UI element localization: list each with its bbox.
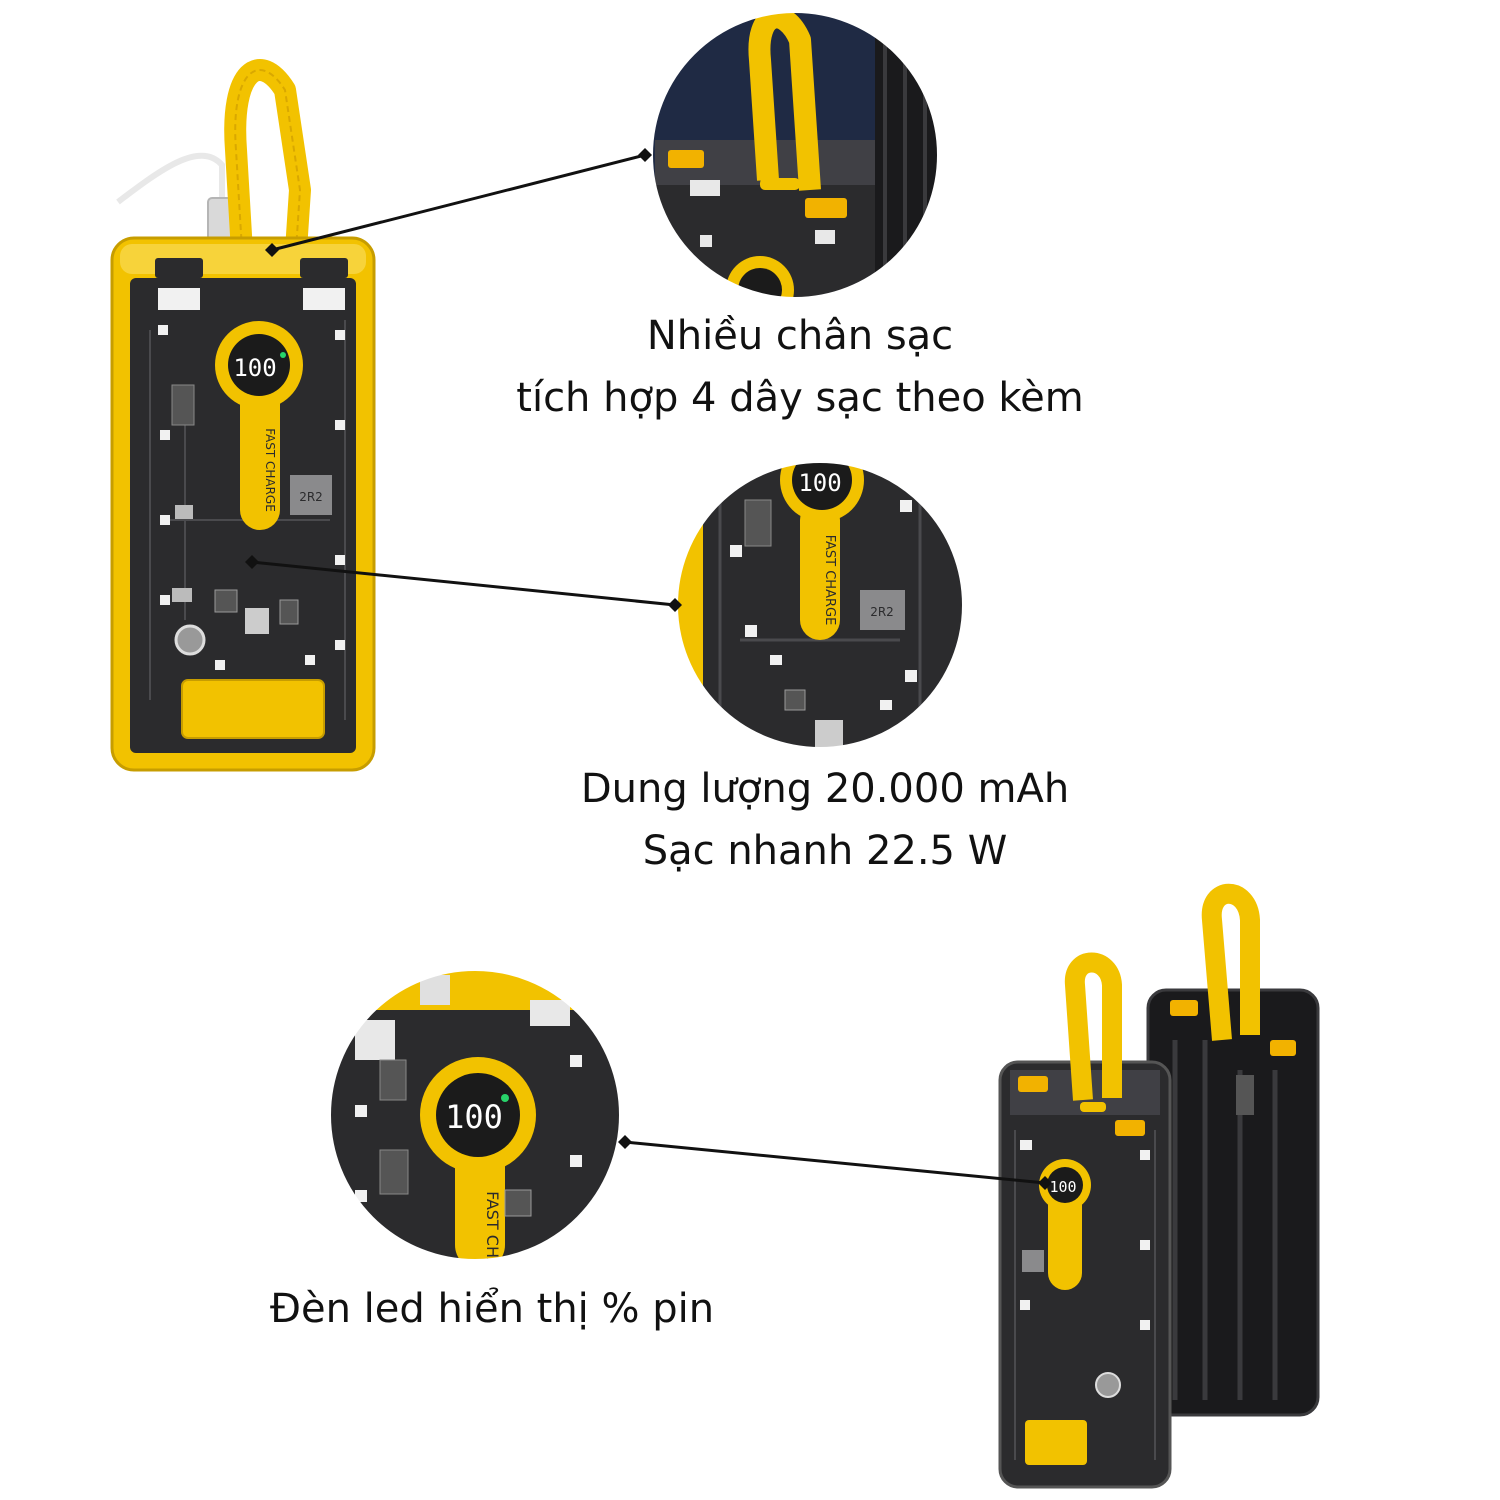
battery-percent-display: 100 [233,354,276,382]
capacity-caption-line1: Dung lượng 20.000 mAh [580,766,1070,812]
pair-battery-display: 100 [1049,1178,1076,1196]
led-caption-line1: Đèn led hiển thị % pin [270,1286,715,1332]
led-display-module: 100 FAST CHARGE [215,321,303,530]
led-zoom-badge: FAST CHA [483,1191,502,1269]
ports-caption-line2: tích hợp 4 dây sạc theo kèm [516,375,1084,421]
ports-caption: Nhiều chân sạc tích hợp 4 dây sạc theo k… [500,305,1100,429]
main-power-bank: 2R2 100 FAST CHARGE [110,59,376,772]
power-bank-pair: 100 [998,883,1320,1489]
zoom-circle-ports [652,12,938,298]
capacity-caption: Dung lượng 20.000 mAh Sạc nhanh 22.5 W [540,758,1110,882]
zoom-circle-capacity: 100 FAST CHARGE 2R2 [677,462,963,748]
led-zoom-display: 100 [445,1098,503,1136]
bottom-slider [181,679,325,739]
zoom-circle-led: 100 FAST CHA [330,970,620,1269]
ports-caption-line1: Nhiều chân sạc [646,313,954,359]
usb-a-port-2 [300,258,348,278]
usb-cable [116,152,225,205]
capacity-caption-line2: Sạc nhanh 22.5 W [642,828,1008,874]
usb-a-port-1 [155,258,203,278]
pointer-lines [245,148,1052,1190]
fast-charge-badge: FAST CHARGE [263,428,277,512]
inductor-label: 2R2 [299,490,323,504]
zoom-fast-charge-badge: FAST CHARGE [822,535,837,626]
led-caption: Đèn led hiển thị % pin [270,1278,730,1340]
zoom-inductor-label: 2R2 [870,605,894,619]
zoom-battery-display: 100 [798,469,841,497]
lanyard-strap [224,59,311,253]
